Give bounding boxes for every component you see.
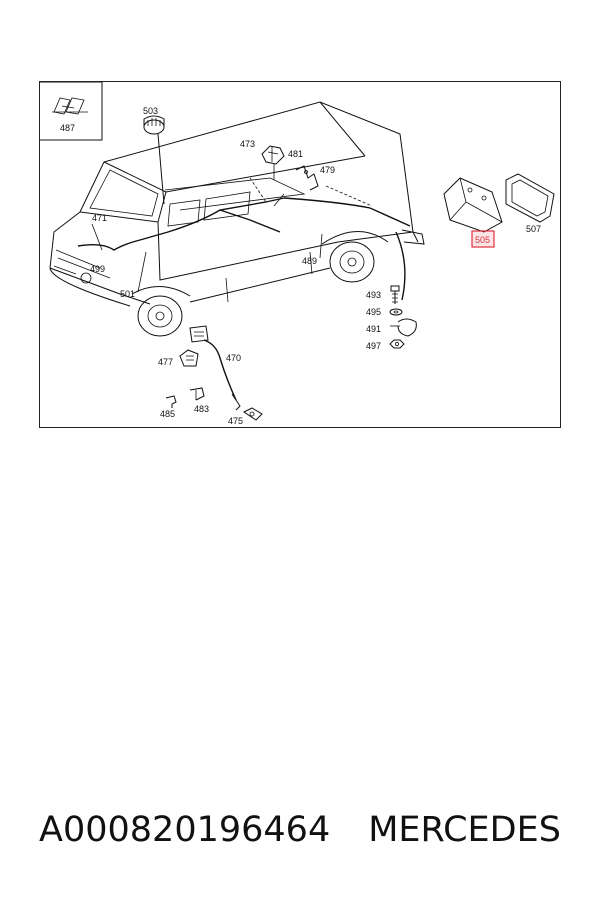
- label-470: 470: [226, 353, 241, 363]
- van-body: [49, 101, 425, 337]
- label-477: 477: [158, 357, 173, 367]
- highlight-505: [471, 230, 495, 248]
- leader-503: [157, 133, 165, 205]
- label-491: 491: [366, 324, 381, 334]
- label-493: 493: [366, 290, 381, 300]
- bracket-473-icon: [261, 145, 285, 165]
- bracket-479-icon: [295, 165, 319, 191]
- leader-harness-rear: [395, 231, 406, 301]
- label-501: 501: [120, 289, 135, 299]
- clip-483-icon: [189, 387, 205, 401]
- nut-497-icon: [389, 339, 405, 349]
- label-495: 495: [366, 307, 381, 317]
- label-479: 479: [320, 165, 335, 175]
- label-497: 497: [366, 341, 381, 351]
- brand-name: MERCEDES: [368, 810, 561, 850]
- label-503: 503: [143, 106, 158, 116]
- part-footer: A000820196464 MERCEDES: [0, 800, 600, 860]
- label-485: 485: [160, 409, 175, 419]
- label-481: 481: [288, 149, 303, 159]
- pin-485-icon: [165, 395, 177, 408]
- leader-489: [319, 233, 323, 259]
- lamp-housing-505-icon: [443, 177, 503, 233]
- part-number: A000820196464: [39, 810, 331, 850]
- clip-part-487-icon: [52, 97, 88, 115]
- lens-507-icon: [505, 173, 555, 223]
- leader-479: [325, 185, 373, 207]
- wiring-harness: [77, 177, 411, 251]
- parts-diagram-frame: 487 503: [39, 81, 561, 428]
- cable-470-icon: [189, 325, 241, 411]
- connector-477-icon: [179, 349, 199, 367]
- label-505: 505: [475, 235, 490, 245]
- screw-493-icon: [390, 285, 400, 304]
- label-487: 487: [60, 123, 75, 133]
- label-471: 471: [92, 213, 107, 223]
- label-507: 507: [526, 224, 541, 234]
- leader-501: [137, 251, 147, 293]
- label-483: 483: [194, 404, 209, 414]
- parts-diagram: 487 503: [40, 82, 555, 426]
- label-499: 499: [90, 264, 105, 274]
- bolt-475-icon: [243, 407, 263, 421]
- lamp-503-icon: [143, 115, 165, 135]
- label-489: 489: [302, 256, 317, 266]
- label-473: 473: [240, 139, 255, 149]
- clip-491-icon: [390, 318, 417, 337]
- inset-487: 487: [40, 82, 103, 141]
- label-475: 475: [228, 416, 243, 426]
- washer-495-icon: [389, 308, 403, 316]
